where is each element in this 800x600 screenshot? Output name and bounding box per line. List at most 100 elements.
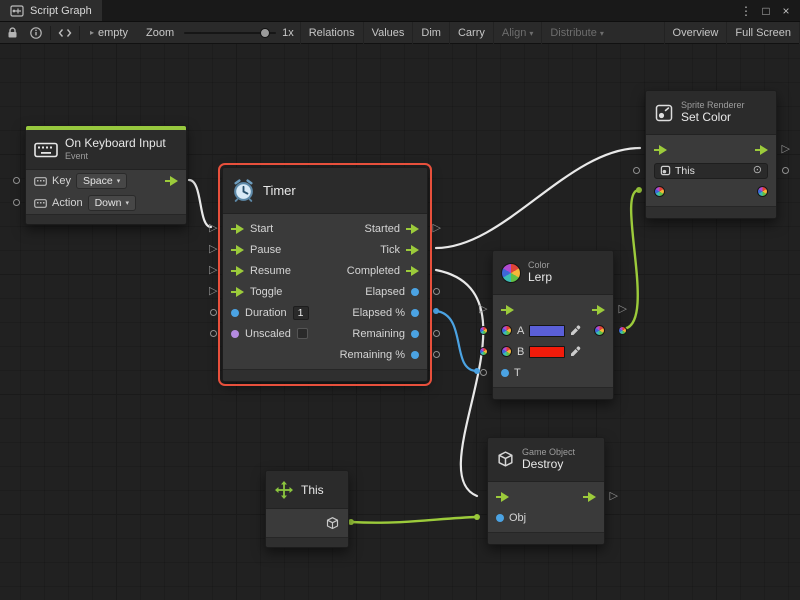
start-external-port[interactable]: ▷ <box>209 222 218 234</box>
caret-down-icon: ▾ <box>529 28 534 38</box>
duration-value-field[interactable]: 1 <box>292 305 309 320</box>
unscaled-checkbox[interactable] <box>296 328 308 339</box>
flow-in-port[interactable] <box>496 491 509 502</box>
target-field[interactable]: This ⊙ <box>654 162 768 179</box>
duration-in-port[interactable] <box>231 308 239 317</box>
node-header[interactable]: Timer <box>223 168 427 214</box>
relations-button[interactable]: Relations <box>299 21 363 44</box>
align-button[interactable]: Align▾ <box>492 21 541 44</box>
code-view-icon[interactable] <box>53 22 77 44</box>
node-this[interactable]: This <box>265 470 349 548</box>
flow-in-port[interactable] <box>501 304 514 315</box>
wire-lerp-to-setcolor-color[interactable] <box>620 188 641 331</box>
wire-keyboard-to-timer-start[interactable] <box>187 178 213 229</box>
flow-out-external-port[interactable]: ▷ <box>609 490 618 502</box>
info-icon[interactable] <box>24 22 48 44</box>
result-external-port[interactable] <box>618 326 627 335</box>
object-picker-icon[interactable]: ⊙ <box>752 164 762 176</box>
t-in-port[interactable] <box>501 368 509 377</box>
wire-this-to-destroy-obj[interactable] <box>349 515 479 524</box>
node-on-keyboard-input[interactable]: On Keyboard Input Event Key Space ▾ <box>13 125 187 225</box>
close-icon[interactable]: × <box>782 3 790 18</box>
graph-canvas[interactable]: On Keyboard Input Event Key Space ▾ <box>0 44 800 600</box>
wire-timer-elapsedpct-to-lerp-t[interactable] <box>434 309 479 373</box>
flow-out-external-port[interactable]: ▷ <box>781 143 790 155</box>
lock-icon[interactable] <box>0 22 24 44</box>
carry-button[interactable]: Carry <box>448 21 493 44</box>
color-b-swatch[interactable] <box>529 345 566 358</box>
node-header[interactable]: Color Lerp <box>493 251 613 295</box>
color-pass-out-port[interactable] <box>757 186 768 197</box>
wire-timer-tick-to-setcolor[interactable] <box>434 146 642 250</box>
distribute-button[interactable]: Distribute▾ <box>541 21 611 44</box>
zoom-slider-handle[interactable] <box>260 27 271 38</box>
eyedropper-icon[interactable] <box>570 325 581 336</box>
menu-icon[interactable]: ⋮ <box>740 3 752 18</box>
color-b-in-port[interactable] <box>501 346 512 357</box>
remaining-pct-out-port[interactable] <box>411 350 419 359</box>
start-in-port[interactable] <box>231 223 244 234</box>
flow-in-port[interactable] <box>654 144 667 155</box>
obj-in-port[interactable] <box>496 513 504 522</box>
flow-out-external-port[interactable]: ▷ <box>618 303 627 315</box>
node-header[interactable]: On Keyboard Input Event <box>26 130 186 170</box>
t-external-port[interactable] <box>480 369 487 376</box>
target-out-external-port[interactable] <box>782 167 789 174</box>
toggle-in-port[interactable] <box>231 286 244 297</box>
target-external-port[interactable] <box>633 167 640 174</box>
values-button[interactable]: Values <box>362 21 413 44</box>
node-set-color[interactable]: Sprite Renderer Set Color This ⊙ <box>633 90 790 219</box>
node-header[interactable]: This <box>266 471 348 509</box>
dim-button[interactable]: Dim <box>412 21 449 44</box>
elapsed-external-port[interactable] <box>433 288 440 295</box>
elapsed-pct-out-port[interactable] <box>411 308 419 317</box>
completed-out-port[interactable] <box>406 265 419 276</box>
wire-timer-completed-to-destroy[interactable] <box>434 268 485 498</box>
pause-in-port[interactable] <box>231 244 244 255</box>
color-a-swatch[interactable] <box>529 324 566 337</box>
unscaled-in-port[interactable] <box>231 329 239 338</box>
action-dropdown[interactable]: Down ▾ <box>87 195 136 211</box>
port-row: This ⊙ <box>646 160 776 181</box>
zoom-slider[interactable] <box>184 27 277 38</box>
flow-out-port[interactable] <box>583 491 596 502</box>
node-timer[interactable]: Timer Start Started Pause Tick Resume Co… <box>209 163 441 386</box>
node-header[interactable]: Game Object Destroy <box>488 438 604 482</box>
b-external-port[interactable] <box>479 347 488 356</box>
node-color-lerp[interactable]: Color Lerp A B <box>479 250 627 400</box>
color-in-port[interactable] <box>654 186 665 197</box>
color-result-out-port[interactable] <box>594 325 605 336</box>
node-header[interactable]: Sprite Renderer Set Color <box>646 91 776 135</box>
pause-external-port[interactable]: ▷ <box>209 243 218 255</box>
remaining-external-port[interactable] <box>433 330 440 337</box>
action-external-port[interactable] <box>13 199 20 206</box>
gameobject-out-port[interactable] <box>325 516 340 531</box>
flow-in-external-port[interactable]: ▷ <box>479 303 488 315</box>
maximize-icon[interactable]: □ <box>762 3 770 18</box>
eyedropper-icon[interactable] <box>570 346 581 357</box>
unscaled-external-port[interactable] <box>210 330 217 337</box>
tab-script-graph[interactable]: Script Graph <box>0 0 102 21</box>
duration-external-port[interactable] <box>210 309 217 316</box>
tick-out-port[interactable] <box>406 244 419 255</box>
node-footer <box>493 387 613 399</box>
remaining-pct-external-port[interactable] <box>433 351 440 358</box>
started-out-port[interactable] <box>406 223 419 234</box>
a-external-port[interactable] <box>479 326 488 335</box>
overview-button[interactable]: Overview <box>663 21 727 44</box>
flow-out-port[interactable] <box>592 304 605 315</box>
remaining-out-port[interactable] <box>411 329 419 338</box>
elapsed-out-port[interactable] <box>411 287 419 296</box>
color-a-in-port[interactable] <box>501 325 512 336</box>
resume-in-port[interactable] <box>231 265 244 276</box>
graph-breadcrumb[interactable]: ▸ empty <box>82 27 136 39</box>
resume-external-port[interactable]: ▷ <box>209 264 218 276</box>
trigger-out-port[interactable] <box>165 176 178 186</box>
started-external-port[interactable]: ▷ <box>432 222 441 234</box>
flow-out-port[interactable] <box>755 144 768 155</box>
toggle-external-port[interactable]: ▷ <box>209 285 218 297</box>
key-external-port[interactable] <box>13 177 20 184</box>
fullscreen-button[interactable]: Full Screen <box>726 21 800 44</box>
node-destroy[interactable]: Game Object Destroy Obj ▷ <box>487 437 618 545</box>
key-dropdown[interactable]: Space ▾ <box>75 173 128 189</box>
